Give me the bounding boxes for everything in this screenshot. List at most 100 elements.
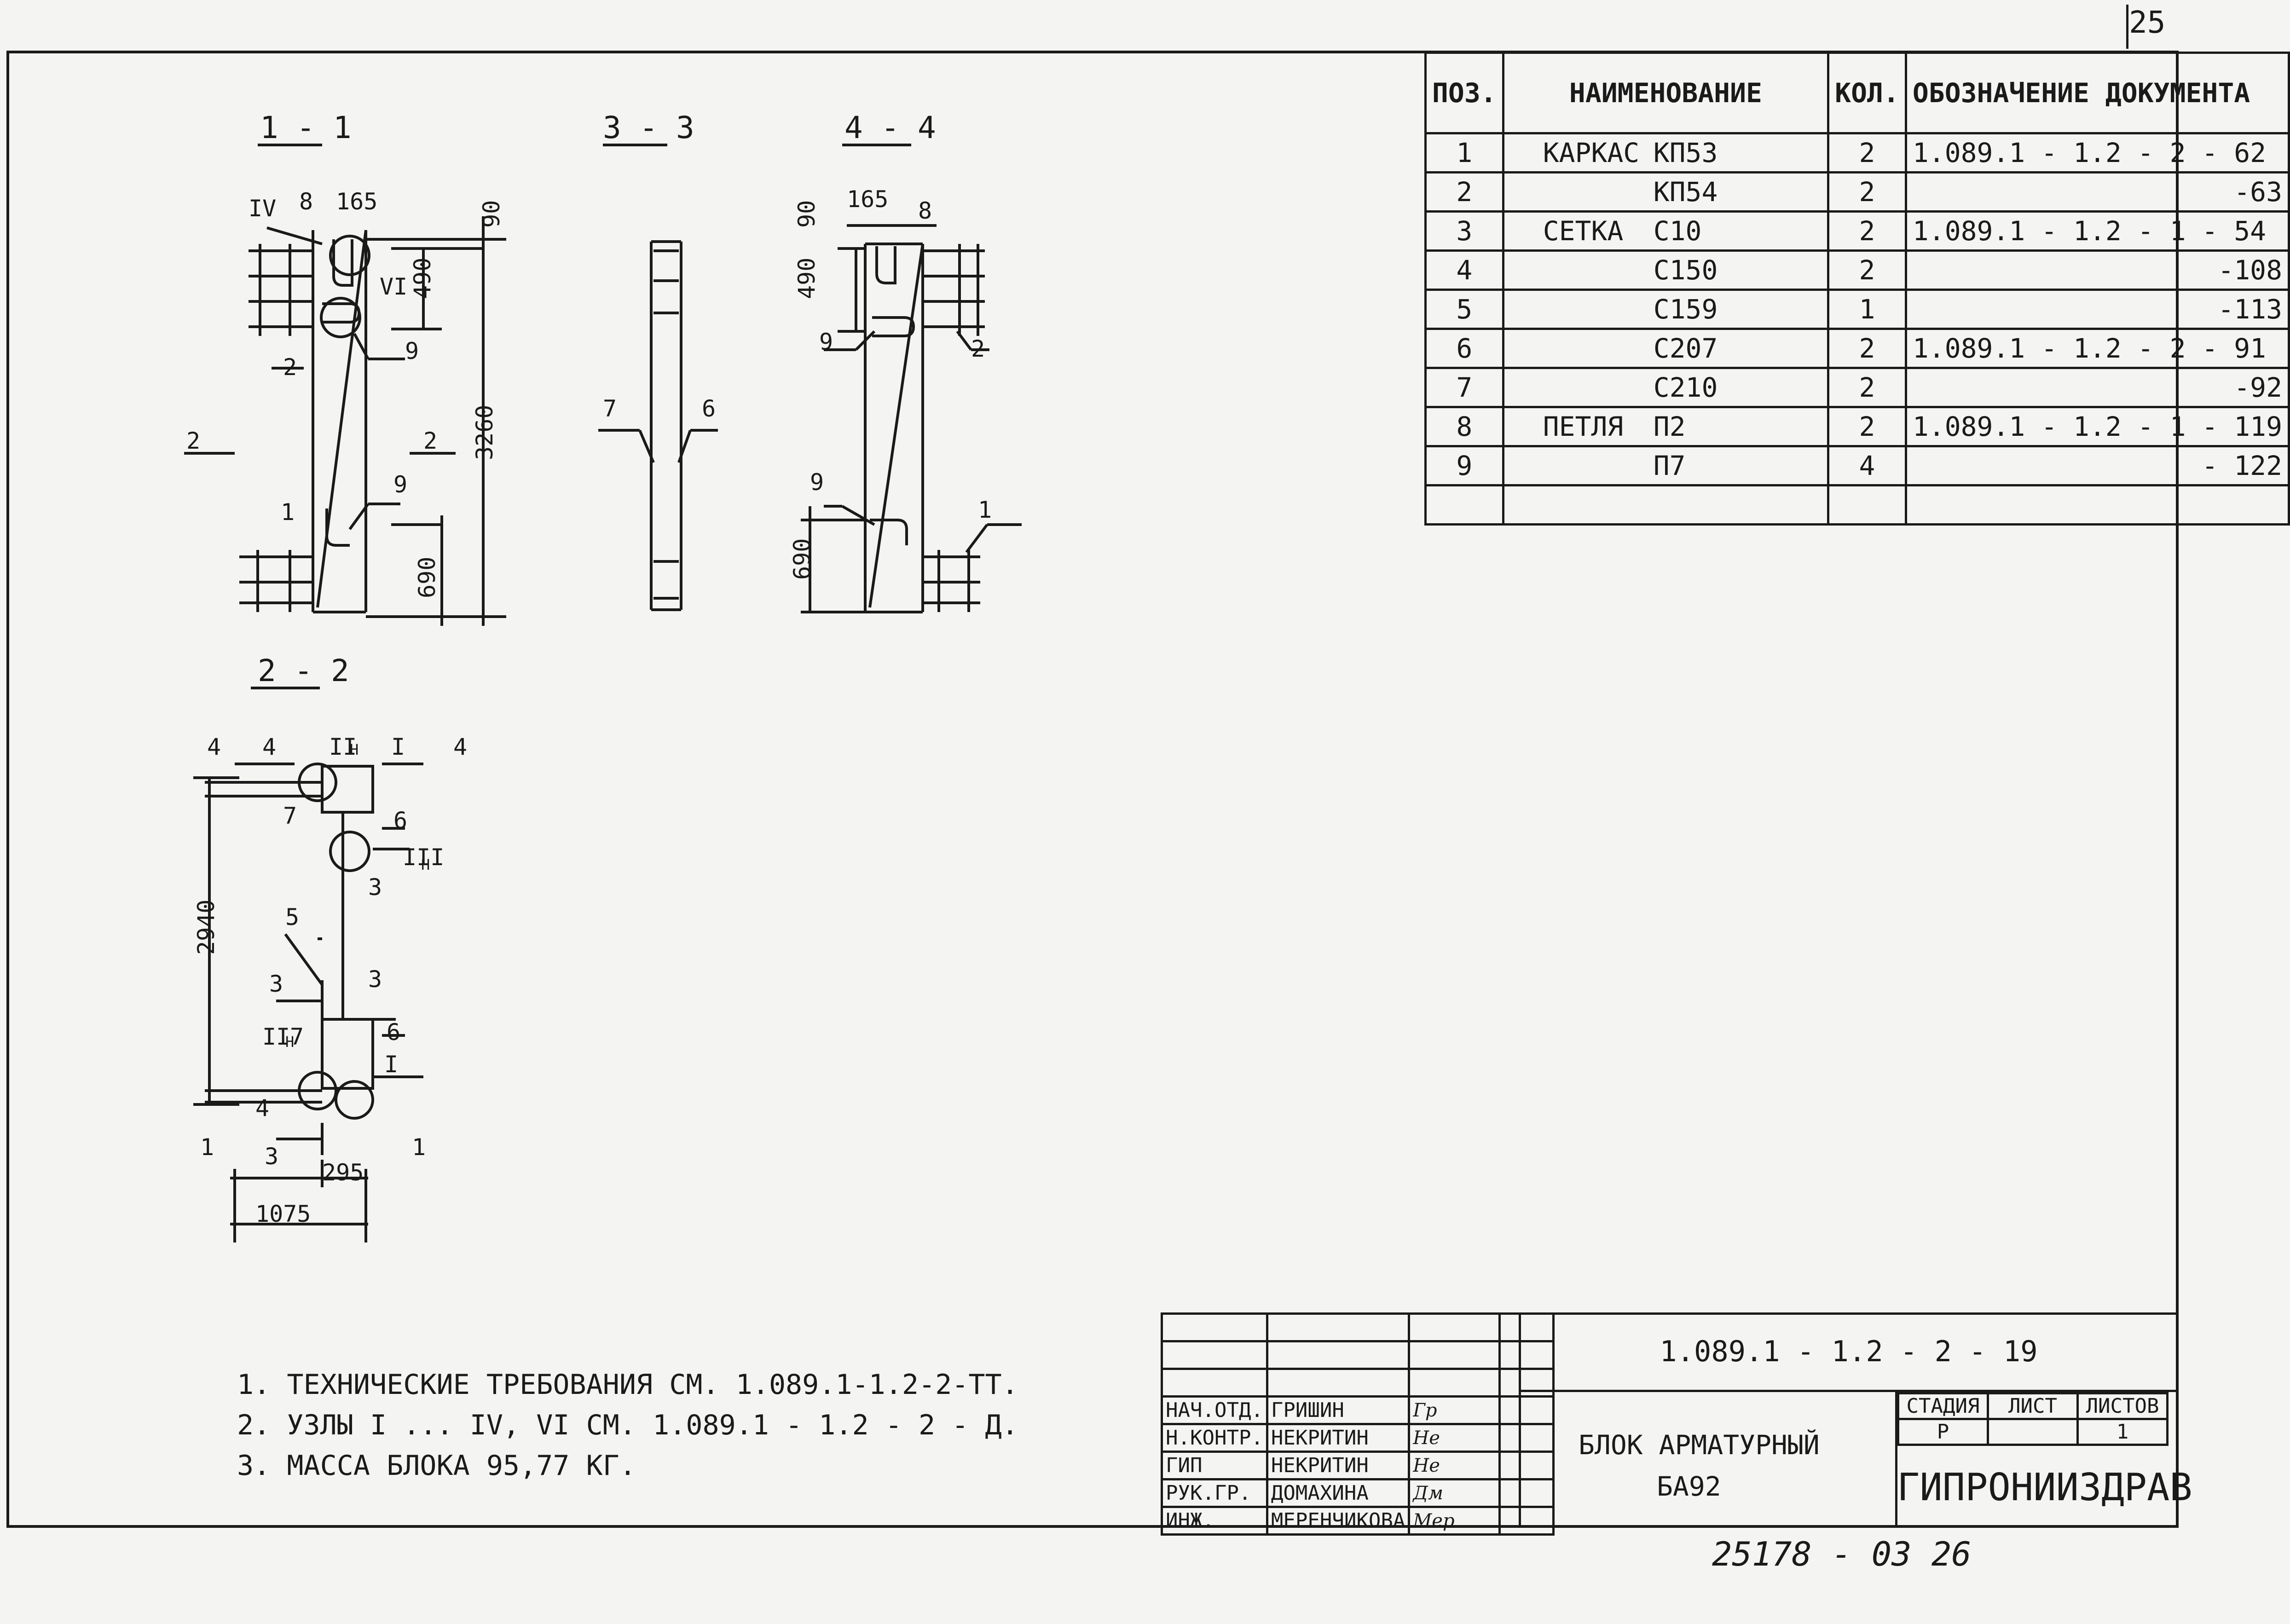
spec-pos: 1	[1424, 132, 1504, 173]
staff-date	[1498, 1478, 1555, 1508]
spec-doc: 1.089.1 - 1.2 - 2 - 91	[1904, 328, 2290, 369]
spec-doc: -92	[1904, 367, 2290, 408]
spec-qty: 2	[1827, 210, 1907, 252]
spec-qty: 4	[1827, 445, 1907, 486]
staff-role: Н.КОНТР.	[1161, 1423, 1268, 1453]
label-pos-7-top: 7	[283, 803, 297, 829]
spec-name-mark: С207	[1653, 333, 1718, 364]
label-pos-9-s44: 9	[819, 329, 833, 355]
notes: 1. ТЕХНИЧЕСКИЕ ТРЕБОВАНИЯ СМ. 1.089.1-1.…	[237, 1364, 1018, 1486]
label-node-ii-bottom: II	[262, 1023, 290, 1050]
stage-header: СТАДИЯ	[1897, 1392, 1989, 1420]
label-dim-3260: 3260	[471, 405, 498, 460]
label-pos-1-s44: 1	[978, 497, 992, 523]
label-pos-9-lower: 9	[393, 471, 407, 498]
label-dim-490-s44: 490	[793, 258, 820, 299]
spec-name-mark: КП53	[1653, 137, 1718, 168]
title-block	[1519, 1312, 2179, 1528]
spec-qty: 1	[1827, 289, 1907, 330]
label-sub-n-bottom: H	[285, 1033, 294, 1051]
staff-role: РУК.ГР.	[1161, 1478, 1268, 1508]
spec-pos: 6	[1424, 328, 1504, 369]
spec-doc	[1904, 484, 2290, 526]
header-qty: КОЛ.	[1827, 52, 1907, 134]
spec-doc: - 122	[1904, 445, 2290, 486]
document-code: 1.089.1 - 1.2 - 2 - 19	[1660, 1335, 2038, 1368]
spec-row: 9 П7 4- 122	[1424, 445, 2290, 486]
label-cut-2-left: 2	[186, 428, 200, 454]
spec-doc: 1.089.1 - 1.2 - 1 - 54	[1904, 210, 2290, 252]
label-dim-2940: 2940	[193, 900, 220, 955]
document-name-line1: БЛОК АРМАТУРНЫЙ	[1579, 1429, 1820, 1461]
spec-name-type: СЕТКА	[1543, 215, 1624, 247]
spec-qty: 2	[1827, 406, 1907, 447]
spec-name-mark: П7	[1653, 450, 1686, 481]
label-pos-4: 4	[262, 734, 276, 760]
spec-name-mark: С10	[1653, 215, 1702, 247]
spec-doc: -63	[1904, 171, 2290, 213]
note-3: 3. МАССА БЛОКА 95,77 КГ.	[237, 1450, 636, 1482]
sheets-header: ЛИСТОВ	[2076, 1392, 2169, 1420]
staff-signature: Дм	[1408, 1478, 1501, 1508]
archive-code: 25178 - 03 26	[1712, 1535, 1972, 1573]
label-pos-4-bottom: 4	[255, 1095, 269, 1121]
label-pos-6-top: 6	[393, 807, 407, 834]
staff-signature: Не	[1408, 1451, 1501, 1480]
title-divider	[1519, 1390, 2179, 1392]
label-dim-295: 295	[322, 1159, 364, 1186]
label-cut-1-left: 1	[200, 1134, 214, 1161]
label-cut-3-top: 3	[269, 971, 283, 997]
staff-role: ГИП	[1161, 1451, 1268, 1480]
sheet-number: 25	[2129, 5, 2166, 40]
spec-doc: 1.089.1 - 1.2 - 1 - 119	[1904, 406, 2290, 447]
staff-name: МЕРЕНЧИКОВА	[1266, 1506, 1411, 1536]
spec-pos: 9	[1424, 445, 1504, 486]
section-4-4-title: 4 - 4	[844, 110, 936, 145]
staff-date	[1498, 1451, 1555, 1480]
drawing-frame	[6, 51, 2179, 1528]
sheet-value	[1987, 1418, 2079, 1446]
spec-qty	[1827, 484, 1907, 526]
spec-name-mark: П2	[1653, 411, 1686, 442]
sheet-number-divider	[2126, 5, 2128, 49]
label-cut-1-right: 1	[412, 1134, 426, 1161]
label-dim-690-s44: 690	[789, 538, 815, 580]
staff-blank-row	[1161, 1368, 1555, 1398]
spec-name-mark: С159	[1653, 294, 1718, 325]
label-cut-4-right: 4	[453, 734, 467, 760]
spec-name: С207	[1502, 328, 1830, 369]
spec-doc: -108	[1904, 249, 2290, 291]
spec-pos: 8	[1424, 406, 1504, 447]
staff-name: ГРИШИН	[1266, 1395, 1411, 1425]
spec-pos: 3	[1424, 210, 1504, 252]
label-pos-7-bottom: 7	[290, 1023, 304, 1050]
spec-pos: 4	[1424, 249, 1504, 291]
spec-name	[1502, 484, 1830, 526]
label-dim-90-s44: 90	[793, 200, 820, 228]
header-doc: ОБОЗНАЧЕНИЕ ДОКУМЕНТА	[1904, 52, 2290, 134]
label-pos-9: 9	[405, 338, 419, 364]
document-name: БЛОК АРМАТУРНЫЙ БА92	[1579, 1424, 1820, 1507]
staff-date	[1498, 1423, 1555, 1453]
spec-name: С150	[1502, 249, 1830, 291]
label-dim-165: 165	[336, 188, 377, 215]
spec-name: С210	[1502, 367, 1830, 408]
spec-qty: 2	[1827, 367, 1907, 408]
section-2-2-title: 2 - 2	[258, 653, 349, 688]
header-pos: ПОЗ.	[1424, 52, 1504, 134]
staff-signature: Гр	[1408, 1395, 1501, 1425]
sheet-header: ЛИСТ	[1987, 1392, 2079, 1420]
label-dim-165-s44: 165	[847, 186, 888, 213]
label-node-i-top: I	[391, 734, 405, 760]
title-divider	[1895, 1390, 1897, 1528]
label-sub-n-mid: H	[421, 856, 430, 873]
spec-qty: 2	[1827, 132, 1907, 173]
organization-name: ГИПРОНИИЗДРАВ	[1897, 1466, 2192, 1509]
sheets-value: 1	[2076, 1418, 2169, 1446]
